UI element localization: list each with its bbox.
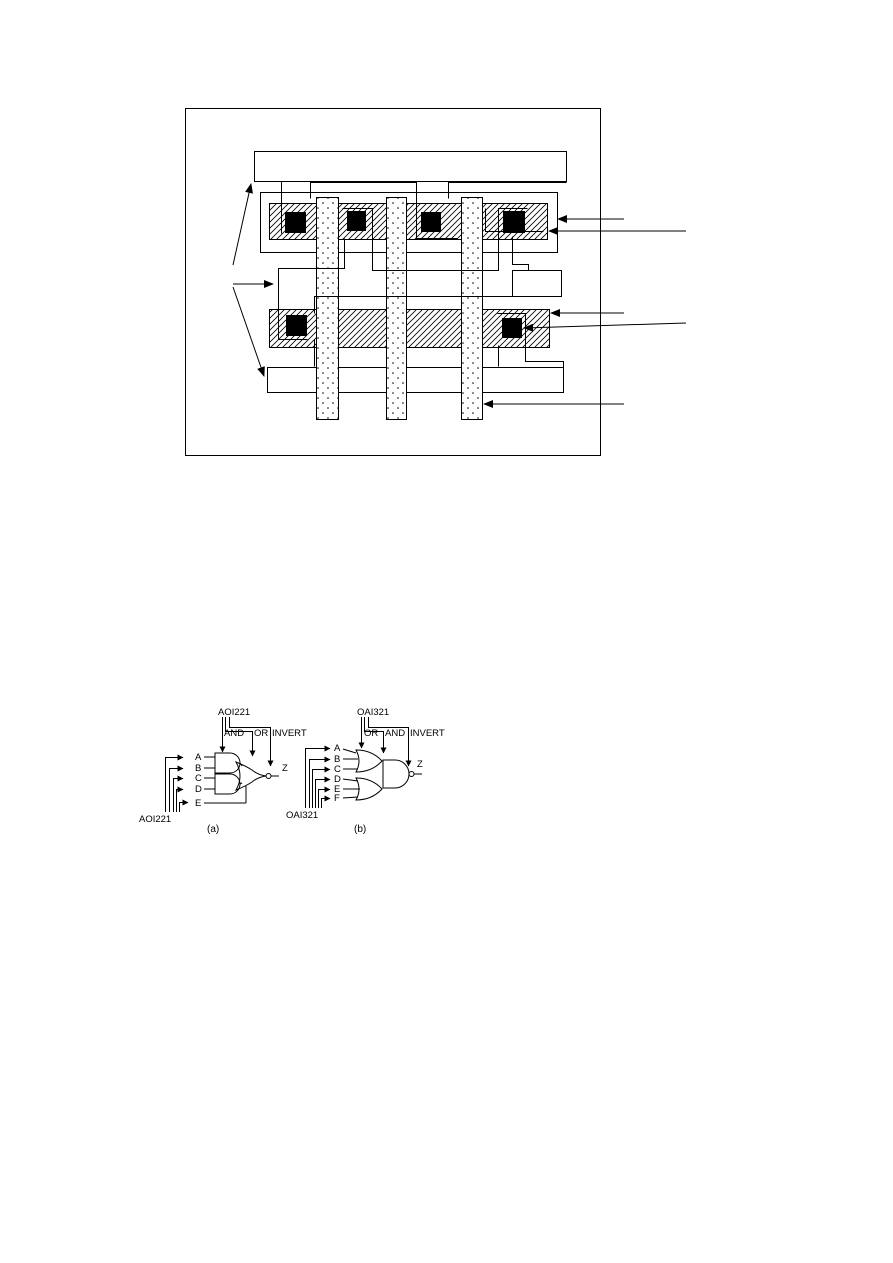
aoi221-input-b: B	[195, 763, 201, 774]
aoi221-stage-and: AND	[224, 728, 244, 739]
oai321-output-z: Z	[417, 759, 423, 770]
aoi221-title: AOI221	[218, 707, 250, 718]
contact-5	[286, 315, 307, 336]
aoi221-input-e: E	[195, 798, 201, 809]
top-rail	[254, 151, 567, 182]
oai321-diagram	[305, 717, 422, 808]
oai321-stage-invert: INVERT	[410, 728, 445, 739]
layout-arrow-icon	[523, 322, 687, 332]
poly-gate-2	[386, 197, 407, 420]
contact-6	[502, 318, 522, 338]
layout-arrow-icon	[232, 183, 253, 266]
oai321-input-e: E	[334, 784, 340, 795]
contact-4	[503, 211, 525, 233]
aoi221-stage-invert: INVERT	[272, 728, 307, 739]
aoi221-diagram	[165, 717, 279, 812]
layout-arrow-icon	[232, 286, 265, 377]
oai321-caption: (b)	[354, 824, 366, 835]
metal-wire-top-mid	[310, 182, 458, 239]
aoi221-bottom-label: AOI221	[139, 814, 171, 825]
oai321-input-f: F	[334, 793, 340, 804]
aoi221-caption: (a)	[207, 824, 219, 835]
contact-2	[347, 211, 366, 231]
aoi221-input-c: C	[195, 773, 202, 784]
oai321-bottom-label: OAI321	[286, 810, 318, 821]
aoi221-output-z: Z	[282, 763, 288, 774]
oai321-input-d: D	[334, 774, 341, 785]
upper-diffusion	[269, 203, 548, 240]
metal-wire-upper-link	[342, 208, 528, 271]
oai321-stage-and: AND	[385, 728, 405, 739]
aoi221-input-d: D	[195, 784, 202, 795]
oai321-title: OAI321	[357, 707, 389, 718]
oai321-input-b: B	[334, 754, 340, 765]
layout-frame	[185, 108, 601, 456]
oai321-input-a: A	[334, 743, 341, 754]
oai321-input-c: C	[334, 764, 341, 775]
oai321-stage-or: OR	[364, 728, 378, 739]
metal-wire-right-lower	[497, 313, 564, 368]
metal-wire-left-loop	[278, 238, 345, 340]
metal-wire-output	[512, 236, 529, 271]
metal-wire-top-right	[448, 182, 567, 199]
output-metal	[512, 270, 562, 297]
poly-gate-3	[461, 197, 483, 420]
metal-wire-top-left	[254, 181, 282, 234]
contact-3	[421, 212, 441, 232]
poly-gate-1	[316, 197, 339, 420]
metal-wire-mid-lower	[314, 296, 513, 314]
aoi221-input-a: A	[195, 752, 202, 763]
bottom-rail	[267, 367, 564, 393]
aoi221-stage-or: OR	[254, 728, 268, 739]
contact-1	[285, 212, 306, 233]
